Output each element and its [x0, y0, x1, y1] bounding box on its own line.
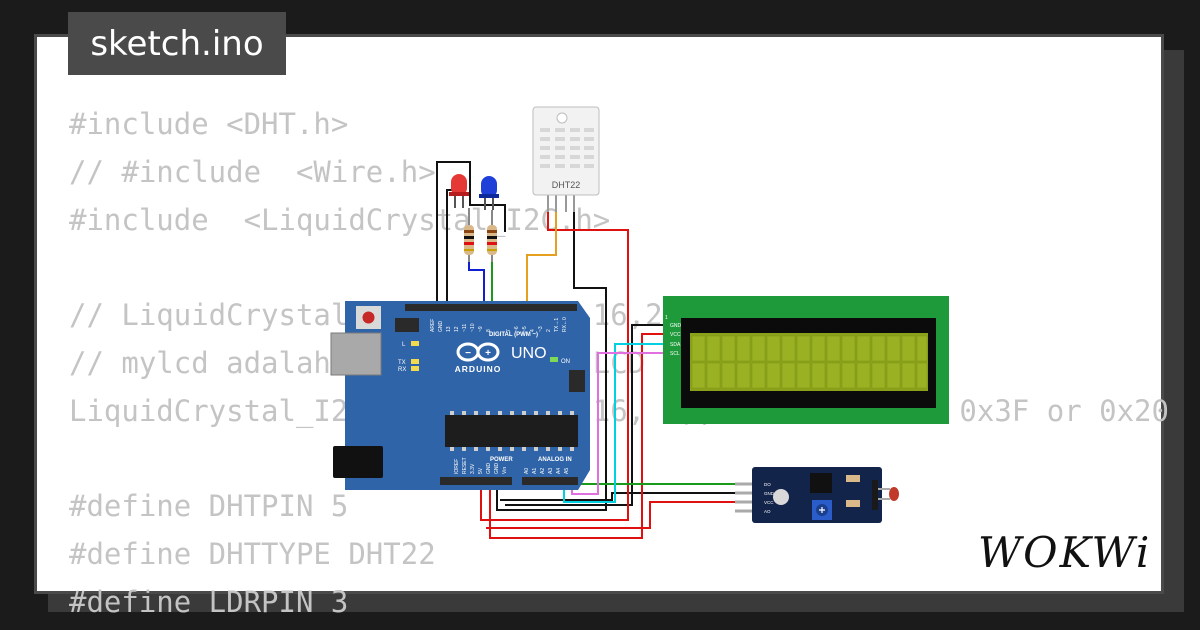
bottom-pin-labels: IOREF RESET 3.3V 5V GND GND Vin A0 A1 A2…: [454, 457, 570, 474]
led-red[interactable]: [449, 174, 469, 208]
pin-label: A1: [532, 468, 538, 474]
ldr-pin-label: VCC: [764, 500, 774, 505]
pin-label: IOREF: [454, 459, 460, 474]
wire-black-dht[interactable]: [496, 210, 607, 511]
pin-label: 12: [454, 326, 460, 332]
pin-label: 8: [486, 329, 492, 332]
pin-label: ~3: [538, 326, 544, 332]
pin-label: ~9: [478, 326, 484, 332]
pin-label: GND: [486, 463, 492, 475]
resistor-1[interactable]: [464, 208, 474, 262]
lcd-pin-label: 1: [665, 315, 668, 321]
lcd-pin-label: VCC: [670, 332, 681, 338]
lcd-pin-label: GND: [670, 323, 682, 329]
wire-black-led[interactable]: [436, 161, 506, 305]
pin-label: 5V: [478, 467, 484, 474]
arduino-brand-label: ARDUINO: [455, 364, 502, 374]
usb-port: [330, 332, 382, 376]
dht22-label: DHT22: [552, 180, 581, 190]
ldr-pin-label: AO: [764, 509, 771, 514]
power-label: POWER: [490, 457, 513, 463]
arduino-uno-board[interactable]: − + UNO ARDUINO DIGITAL (PWM ~) POWER AN…: [330, 301, 590, 490]
arduino-model-label: UNO: [511, 345, 547, 362]
code-line: #define DHTPIN 5: [69, 489, 349, 524]
pin-label: GND: [494, 463, 500, 475]
pin-label: 7: [506, 329, 512, 332]
pin-label: A5: [564, 468, 570, 474]
led-blue[interactable]: [479, 176, 499, 210]
wire-orange-dht[interactable]: [526, 210, 557, 305]
pin-label: ~5: [522, 326, 528, 332]
l-label: L: [402, 342, 406, 348]
pin-label: ~11: [462, 324, 468, 332]
lcd-16x2-display[interactable]: 1 GND VCC SDA SCL: [663, 296, 949, 424]
code-line: // #include <Wire.h>: [69, 154, 436, 189]
svg-text:−: −: [465, 348, 471, 359]
svg-text:+: +: [485, 348, 491, 359]
icsp-header: [395, 318, 419, 332]
wire-red-dht[interactable]: [480, 210, 629, 521]
code-line: #include <DHT.h>: [69, 107, 349, 141]
analog-label: ANALOG IN: [538, 457, 572, 463]
top-pin-labels: AREF GND 13 12 ~11 ~10 ~9 8 7 ~6 ~5 4 ~3…: [430, 317, 568, 332]
wire-red-ldr[interactable]: [486, 501, 735, 529]
microcontroller-chip: [445, 415, 578, 447]
pin-label: 4: [530, 329, 536, 332]
wire-black-lcd[interactable]: [505, 324, 665, 506]
ldr-pin-labels: DO GND VCC AO: [764, 482, 775, 514]
pin-label: RX←0: [562, 317, 568, 332]
wokwi-logo[interactable]: WOKWi: [978, 528, 1152, 577]
wire-black-ldr[interactable]: [500, 492, 735, 501]
dht22-sensor[interactable]: DHT22: [532, 106, 600, 212]
wire-cyan-sda[interactable]: [563, 343, 665, 503]
pin-label: RESET: [462, 457, 468, 474]
lcd-pin-label: SDA: [670, 342, 681, 348]
arduino-infinity-icon: [456, 342, 500, 362]
analog-header: [522, 477, 578, 485]
lcd-pin-labels: 1 GND VCC SDA SCL: [665, 315, 682, 357]
filename-tab[interactable]: sketch.ino: [68, 12, 286, 75]
ldr-pin-label: DO: [764, 482, 771, 487]
wire-blue-led[interactable]: [468, 262, 485, 305]
ldr-pin-label: GND: [764, 491, 775, 496]
pin-label: A2: [540, 468, 546, 474]
ldr-sensor-module[interactable]: DO GND VCC AO: [735, 467, 899, 523]
pin-label: TX→1: [554, 318, 560, 332]
on-label: ON: [561, 359, 570, 365]
icsp-header-2: [569, 370, 585, 392]
power-jack: [333, 446, 383, 478]
digital-label: DIGITAL (PWM ~): [489, 332, 538, 338]
pin-label: ~10: [470, 323, 476, 332]
pin-label: 13: [446, 326, 452, 332]
tx-label: TX: [398, 360, 406, 366]
resistor-2[interactable]: [487, 210, 497, 262]
pin-label: A3: [548, 468, 554, 474]
lcd-pin-label: SCL: [670, 351, 680, 357]
code-line: #define DHTTYPE DHT22: [69, 537, 436, 572]
code-line: #include <LiquidCrystal_I2C.h>: [69, 202, 611, 237]
photoresistor: [889, 487, 899, 501]
pin-label: Vin: [502, 467, 508, 474]
power-header: [440, 477, 512, 485]
digital-header: [405, 304, 577, 311]
wire-black-gnd[interactable]: [446, 189, 459, 305]
pin-label: ~6: [514, 326, 520, 332]
pin-label: 3.3V: [470, 463, 476, 474]
pin-label: AREF: [430, 319, 436, 332]
code-line: #define LDRPIN 3: [69, 584, 349, 619]
rx-label: RX: [398, 367, 406, 373]
wire-red-lcd[interactable]: [489, 333, 665, 539]
pin-label: A4: [556, 468, 562, 474]
pin-label: 2: [546, 329, 552, 332]
pin-label: GND: [438, 321, 444, 333]
pin-label: A0: [524, 468, 530, 474]
